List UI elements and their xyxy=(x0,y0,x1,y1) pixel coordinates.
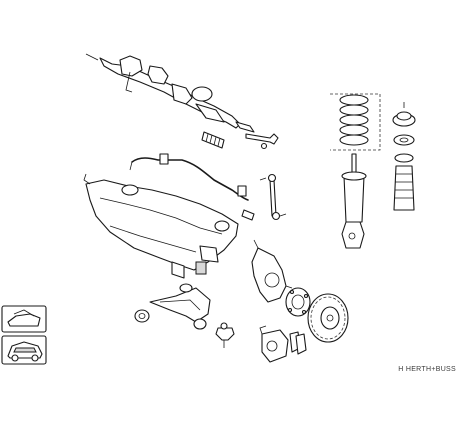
control-arm-bushing xyxy=(134,309,207,330)
stabilizer-link xyxy=(259,173,287,221)
brake-pads xyxy=(289,331,307,355)
brake-caliper xyxy=(259,325,289,363)
control-arm xyxy=(149,283,211,323)
front-subframe xyxy=(83,173,239,279)
dust-cover-bump-stop xyxy=(393,153,415,211)
anti-roll-bar xyxy=(129,153,255,221)
brand-name: HERTH+BUSS xyxy=(405,366,456,373)
shock-absorber xyxy=(341,153,367,249)
steering-boot xyxy=(201,131,225,149)
top-strut-mount xyxy=(392,102,416,146)
brand-prefix: H xyxy=(398,366,404,373)
ball-joint xyxy=(215,322,235,348)
steering-rack xyxy=(85,53,255,133)
coil-spring xyxy=(330,93,381,151)
vehicle-position-icon xyxy=(1,305,47,365)
wheel-hub xyxy=(285,287,311,317)
steering-knuckle xyxy=(251,239,293,303)
brand-watermark: H HERTH+BUSS xyxy=(398,366,456,373)
brake-disc xyxy=(307,293,349,343)
tie-rod-end xyxy=(245,133,279,150)
